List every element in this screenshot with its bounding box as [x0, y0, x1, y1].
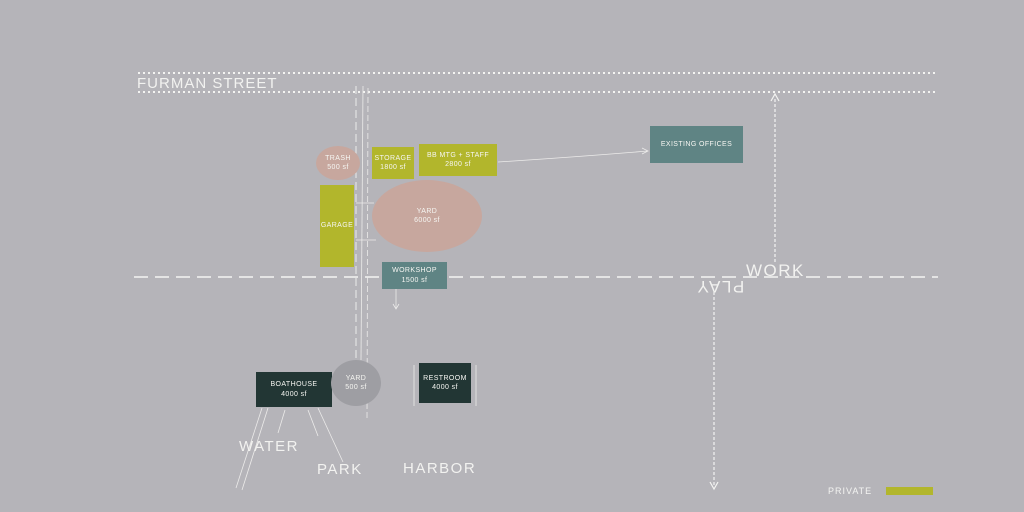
restroom-space: RESTROOM 4000 sf [419, 363, 471, 403]
workshop-space: WORKSHOP 1500 sf [382, 262, 447, 289]
storage-area: 1800 sf [380, 164, 406, 171]
storage-name: STORAGE [374, 154, 412, 162]
water-stroke-2 [241, 407, 269, 491]
garage-space: GARAGE [320, 185, 354, 267]
bb-mtg-area: 2800 sf [445, 161, 471, 168]
boathouse-name: BOATHOUSE [270, 381, 318, 389]
park-arrow-2 [317, 407, 344, 463]
garage-name: GARAGE [320, 222, 354, 230]
legend-label: PRIVATE [828, 486, 873, 496]
existing-offices-space: EXISTING OFFICES [650, 126, 743, 163]
existing-offices-name: EXISTING OFFICES [660, 140, 733, 148]
park-label: PARK [317, 461, 363, 478]
bb-mtg-name: BB MTG + STAFF [426, 151, 490, 159]
yard-small-area: 500 sf [345, 384, 367, 391]
yard-main-name: YARD [416, 207, 438, 215]
yard-main-area: 6000 sf [414, 217, 440, 224]
water-stroke-1 [235, 407, 263, 489]
legend: PRIVATE [828, 486, 934, 496]
street-label: FURMAN STREET [137, 75, 278, 92]
sketch-path-3 [366, 87, 369, 421]
park-arrow-1 [307, 409, 319, 437]
offices-connection-head [641, 147, 649, 155]
harbor-label: HARBOR [403, 460, 477, 477]
yard-small-name: YARD [345, 374, 367, 382]
restroom-name: RESTROOM [423, 374, 467, 382]
play-label: PLAY [696, 277, 745, 296]
legend-swatch [886, 487, 934, 495]
yard-main-space: YARD 6000 sf [372, 180, 482, 252]
sketch-path-2 [360, 85, 364, 361]
trash-name: TRASH [325, 154, 351, 162]
yard-small-space: YARD 500 sf [331, 360, 381, 406]
workshop-area: 1500 sf [401, 276, 428, 284]
play-arrow-head [709, 481, 719, 491]
storage-space: STORAGE 1800 sf [372, 147, 414, 179]
bb-mtg-staff-space: BB MTG + STAFF 2800 sf [419, 144, 497, 176]
offices-connection [497, 150, 649, 163]
trash-area: 500 sf [327, 164, 349, 171]
boathouse-space: BOATHOUSE 4000 sf [256, 372, 332, 407]
work-label: WORK [746, 261, 805, 280]
work-arrow-head [770, 92, 780, 102]
boathouse-area: 4000 sf [281, 390, 307, 398]
workshop-name: WORKSHOP [392, 267, 437, 275]
trash-space: TRASH 500 sf [316, 146, 360, 180]
water-label: WATER [239, 438, 299, 455]
restroom-area: 4000 sf [432, 384, 458, 391]
water-arrow [277, 409, 286, 434]
workshop-arrow-head [392, 303, 400, 310]
